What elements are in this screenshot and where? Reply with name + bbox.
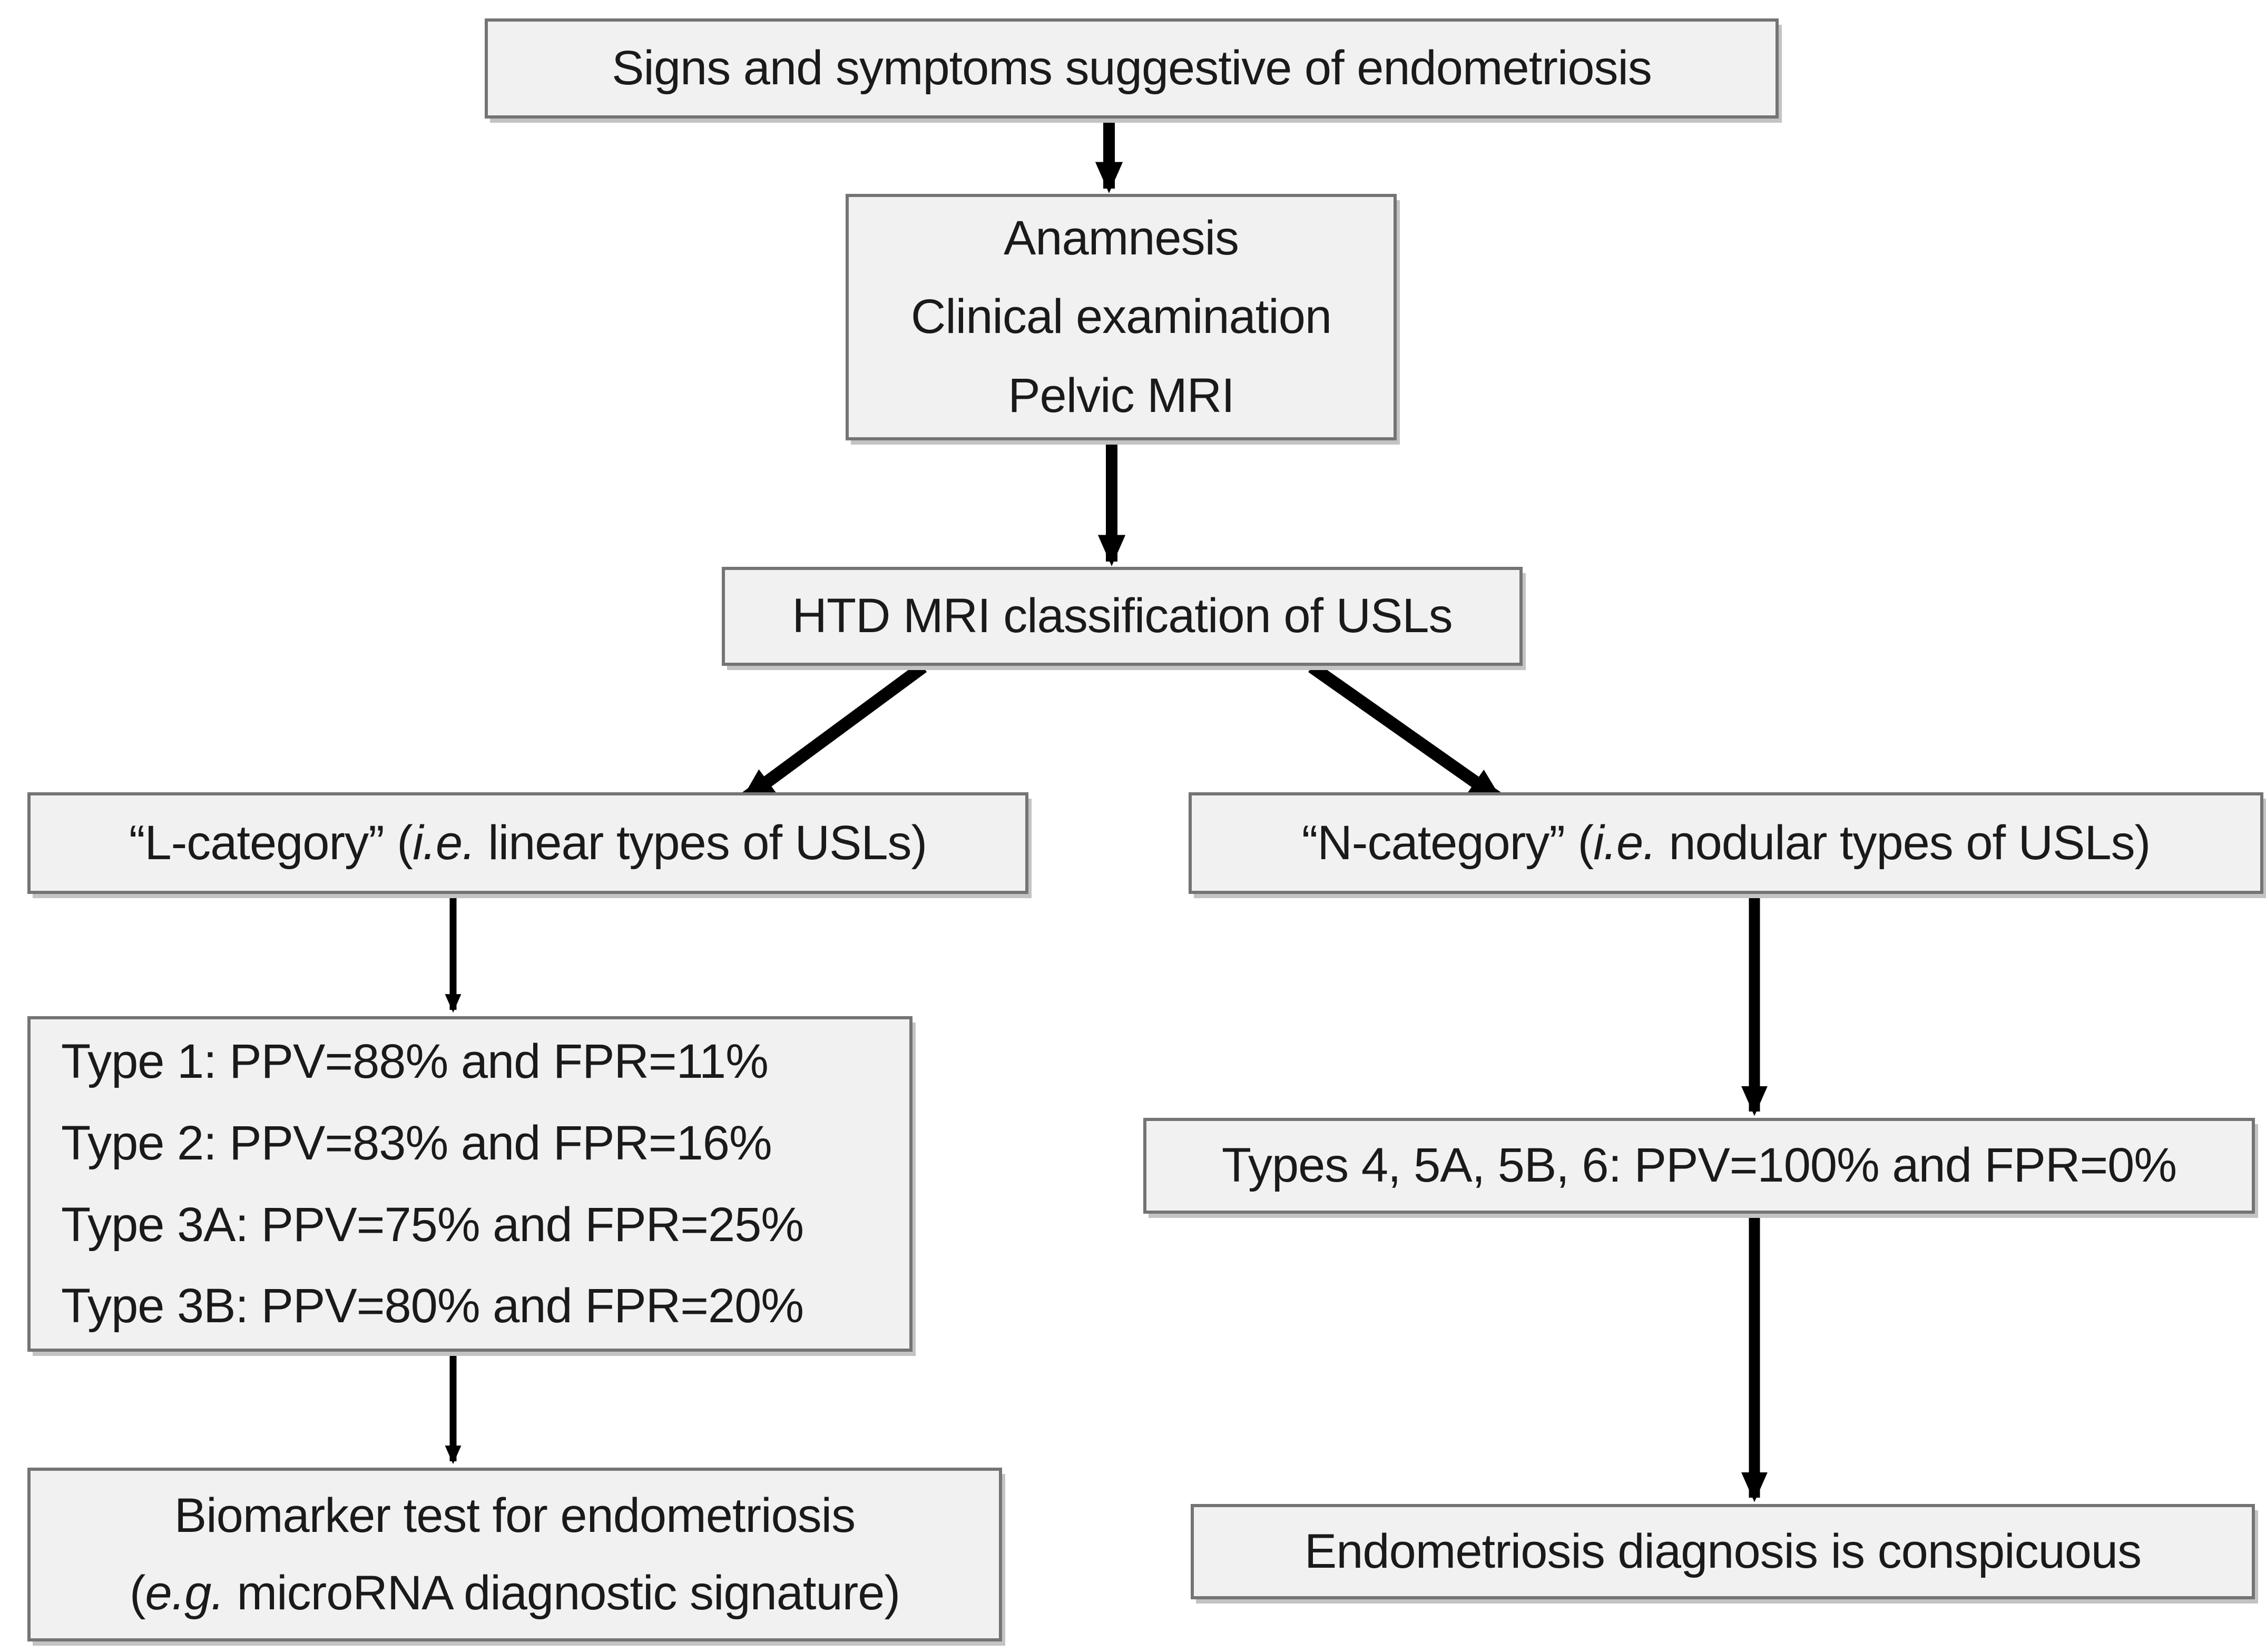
node-n-types-stats-label: Types 4, 5A, 5B, 6: PPV=100% and FPR=0% — [1221, 1138, 2177, 1193]
node-htd-mri-classification-label: HTD MRI classification of USLs — [792, 589, 1453, 643]
biomarker-line2-italic: e.g. — [145, 1566, 224, 1620]
node-n-category: “N-category” (i.e. nodular types of USLs… — [1189, 792, 2263, 894]
l-category-text-pre: “L-category” ( — [129, 815, 413, 870]
node-signs-symptoms: Signs and symptoms suggestive of endomet… — [485, 18, 1779, 119]
l-types-line-type3b: Type 3B: PPV=80% and FPR=20% — [61, 1279, 804, 1333]
l-types-line-type1: Type 1: PPV=88% and FPR=11% — [61, 1035, 769, 1089]
node-anamnesis-workup: Anamnesis Clinical examination Pelvic MR… — [846, 194, 1397, 440]
arrow-htd-to-ncategory-icon — [1308, 662, 1503, 804]
node-signs-symptoms-label: Signs and symptoms suggestive of endomet… — [612, 41, 1652, 95]
node-l-category-label: “L-category” (i.e. linear types of USLs) — [129, 811, 927, 875]
node-htd-mri-classification: HTD MRI classification of USLs — [722, 567, 1523, 666]
workup-line-clinical-examination: Clinical examination — [910, 290, 1332, 344]
l-category-text-post: linear types of USLs) — [475, 815, 927, 870]
biomarker-line2: (e.g. microRNA diagnostic signature) — [130, 1555, 900, 1632]
n-category-text-italic: i.e. — [1593, 815, 1656, 870]
node-diagnosis-conspicuous-label: Endometriosis diagnosis is conspicuous — [1304, 1524, 2142, 1578]
n-category-text-pre: “N-category” ( — [1301, 815, 1594, 870]
l-category-text-italic: i.e. — [412, 815, 476, 870]
n-category-text-post: nodular types of USLs) — [1655, 815, 2151, 870]
node-n-types-stats: Types 4, 5A, 5B, 6: PPV=100% and FPR=0% — [1143, 1118, 2255, 1214]
biomarker-line2-pre: ( — [129, 1566, 146, 1620]
biomarker-line1: Biomarker test for endometriosis — [174, 1488, 856, 1542]
workup-line-pelvic-mri: Pelvic MRI — [1008, 368, 1235, 422]
node-l-category: “L-category” (i.e. linear types of USLs) — [27, 792, 1028, 894]
node-diagnosis-conspicuous: Endometriosis diagnosis is conspicuous — [1191, 1504, 2255, 1599]
node-n-category-label: “N-category” (i.e. nodular types of USLs… — [1302, 811, 2151, 875]
arrow-htd-to-lcategory-icon — [740, 662, 927, 804]
node-l-types-stats: Type 1: PPV=88% and FPR=11% Type 2: PPV=… — [27, 1016, 913, 1352]
l-types-line-type3a: Type 3A: PPV=75% and FPR=25% — [61, 1197, 804, 1252]
workup-line-anamnesis: Anamnesis — [1003, 211, 1239, 266]
biomarker-line2-post: microRNA diagnostic signature) — [223, 1566, 901, 1620]
l-types-line-type2: Type 2: PPV=83% and FPR=16% — [61, 1116, 772, 1170]
node-biomarker-test: Biomarker test for endometriosis (e.g. m… — [27, 1468, 1002, 1641]
